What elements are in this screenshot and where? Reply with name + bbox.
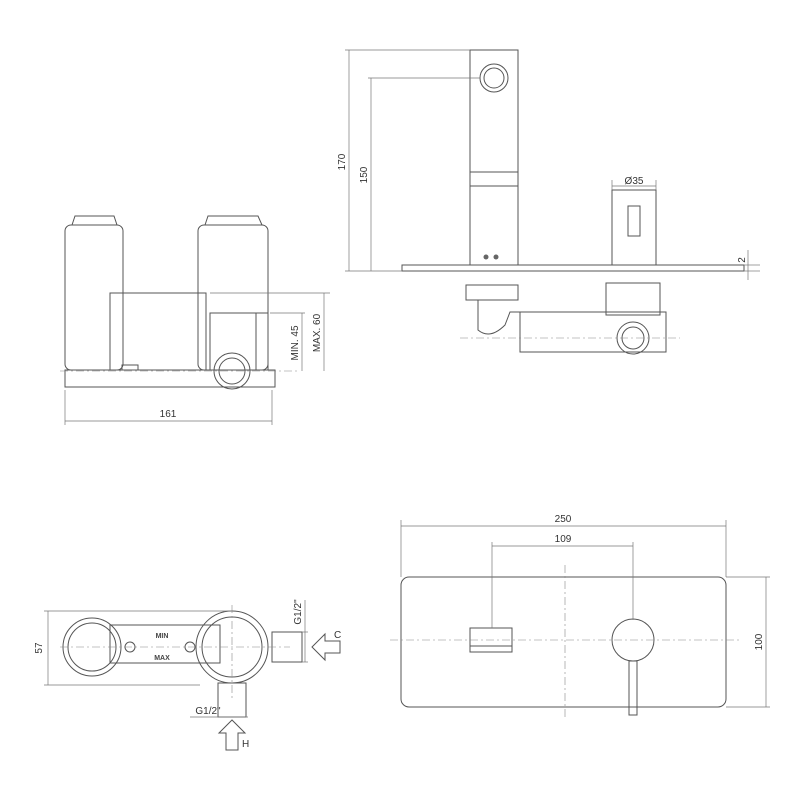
width-dimension: 161 — [160, 409, 177, 420]
min-marking: MIN — [156, 633, 169, 640]
outlet-height-dimension: 150 — [359, 166, 370, 183]
top-height-dimension: 57 — [34, 642, 45, 654]
hot-connection-size: G1/2" — [195, 706, 221, 717]
spacing-dimension: 109 — [555, 534, 572, 545]
spout-height-dimension: 170 — [337, 153, 348, 170]
side-view: 161 MIN. 45 MAX. 60 — [60, 215, 330, 425]
front-plate-view: 250 109 100 — [390, 514, 770, 718]
max-marking: MAX — [154, 655, 170, 662]
min-depth-dimension: MIN. 45 — [290, 325, 301, 360]
cold-connection-size: G1/2" — [293, 599, 304, 625]
max-depth-dimension: MAX. 60 — [312, 313, 323, 352]
hot-inlet-label: H — [242, 739, 249, 750]
handle-diameter-dimension: Ø35 — [625, 176, 644, 187]
plate-thickness-dimension: 2 — [737, 257, 748, 263]
plate-width-dimension: 250 — [555, 514, 572, 525]
cold-inlet-label: C — [334, 630, 341, 641]
profile-view: 170 150 Ø35 2 — [337, 49, 760, 355]
top-view: MIN MAX 57 G1/2" G1/2" C H — [34, 599, 341, 751]
plate-height-dimension: 100 — [754, 633, 765, 650]
